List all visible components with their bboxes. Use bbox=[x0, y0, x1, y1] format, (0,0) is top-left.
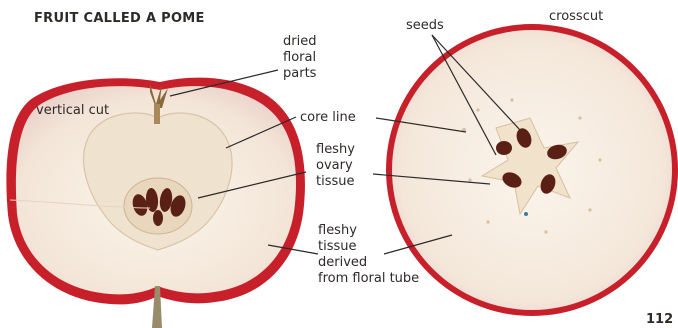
label-seeds: seeds bbox=[406, 18, 444, 34]
label-fleshy-ovary-tissue: fleshy ovary tissue bbox=[316, 142, 386, 190]
diagram-title: FRUIT CALLED A POME bbox=[34, 11, 205, 27]
label-vertical-cut: vertical cut bbox=[36, 103, 109, 119]
label-core-line: core line bbox=[300, 110, 356, 126]
label-crosscut: crosscut bbox=[549, 9, 603, 25]
page-number: 112 bbox=[646, 312, 673, 328]
label-fleshy-tissue-floral-tube: fleshy tissue derived from floral tube bbox=[318, 223, 458, 287]
label-dried-floral-parts: dried floral parts bbox=[283, 34, 353, 82]
